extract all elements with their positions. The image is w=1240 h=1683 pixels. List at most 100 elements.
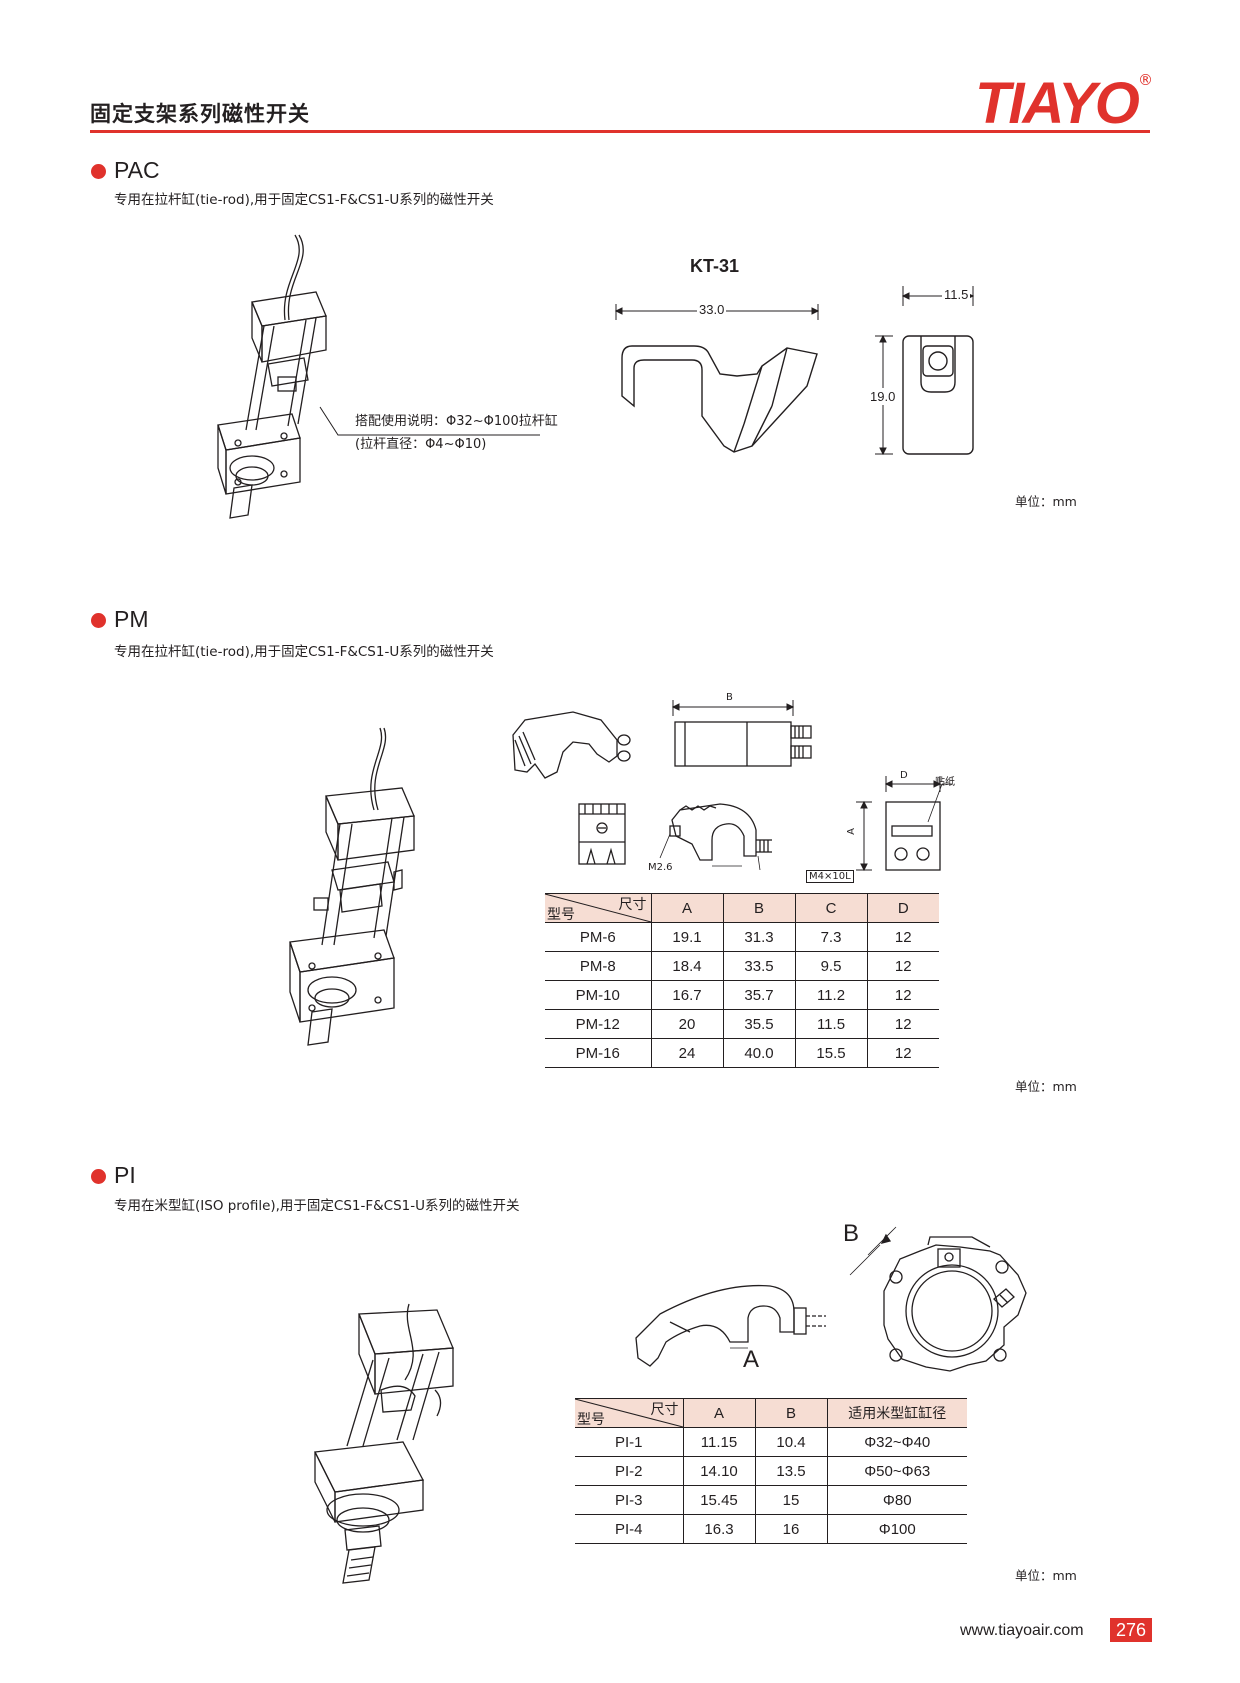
table-header-cell: 适用米型缸缸径 — [826, 1398, 967, 1428]
pi-cylinder-drawing — [314, 1303, 454, 1584]
table-cell: 16.7 — [650, 980, 723, 1010]
table-cell: 16.3 — [682, 1514, 755, 1544]
table-cell: 15.45 — [682, 1485, 755, 1515]
kt31-dim-height: 19.0 — [870, 388, 896, 405]
table-cell: Φ50~Φ63 — [826, 1456, 967, 1486]
page-number: 276 — [1110, 1618, 1152, 1642]
table-cell: Φ100 — [826, 1514, 967, 1544]
section-bullet-icon — [91, 1169, 106, 1184]
table-header-cell: C — [794, 893, 867, 923]
pac-model-label: KT-31 — [690, 256, 740, 276]
pm-label-d: D — [900, 770, 908, 781]
pi-label-b: B — [843, 1220, 860, 1247]
header-rule — [90, 130, 1150, 133]
pm-label-b: B — [726, 692, 733, 703]
table-diagonal-header: 尺寸 型号 — [544, 893, 652, 923]
pm-side-section — [659, 803, 772, 871]
table-cell: Φ80 — [826, 1485, 967, 1515]
pm-label-sticker: 贴纸 — [935, 777, 955, 788]
table-diagonal-header: 尺寸 型号 — [574, 1398, 684, 1428]
table-cell: 16 — [754, 1514, 827, 1544]
table-cell: 12 — [866, 951, 939, 981]
table-cell: 19.1 — [650, 922, 723, 952]
pi-profile-view — [849, 1226, 1027, 1372]
table-cell: 12 — [866, 1009, 939, 1039]
kt31-end-drawing — [875, 286, 975, 456]
table-cell: PM-6 — [545, 922, 651, 952]
table-cell: 13.5 — [754, 1456, 827, 1486]
table-cell: 11.2 — [794, 980, 867, 1010]
pac-note-line1: 搭配使用说明：Φ32~Φ100拉杆缸 — [355, 414, 558, 429]
pm-label-m26: M2.6 — [648, 862, 673, 873]
pm-top-view — [671, 700, 812, 767]
table-cell: PI-1 — [575, 1427, 683, 1457]
table-cell: 18.4 — [650, 951, 723, 981]
section-title-pm: PM — [114, 606, 149, 632]
table-cell: 33.5 — [722, 951, 795, 981]
kt31-side-drawing — [614, 304, 820, 453]
footer-website: www.tiayoair.com — [960, 1622, 1084, 1639]
table-cell: 12 — [866, 922, 939, 952]
table-cell: PM-8 — [545, 951, 651, 981]
section-title-pac: PAC — [114, 157, 160, 183]
table-cell: PI-2 — [575, 1456, 683, 1486]
table-cell: 7.3 — [794, 922, 867, 952]
section-desc-pac: 专用在拉杆缸(tie-rod),用于固定CS1-F&CS1-U系列的磁性开关 — [114, 192, 494, 208]
section-bullet-icon — [91, 613, 106, 628]
section-desc-pi: 专用在米型缸(ISO profile),用于固定CS1-F&CS1-U系列的磁性… — [114, 1198, 520, 1214]
table-cell: PI-4 — [575, 1514, 683, 1544]
table-cell: 20 — [650, 1009, 723, 1039]
section-desc-pm: 专用在拉杆缸(tie-rod),用于固定CS1-F&CS1-U系列的磁性开关 — [114, 644, 494, 660]
pi-label-a: A — [743, 1346, 760, 1373]
table-cell: 15 — [754, 1485, 827, 1515]
pi-clamp-side-view — [635, 1284, 826, 1367]
table-cell: PM-10 — [545, 980, 651, 1010]
table-cell: 35.5 — [722, 1009, 795, 1039]
pi-unit: 单位：mm — [1015, 1568, 1077, 1583]
table-cell: Φ32~Φ40 — [826, 1427, 967, 1457]
table-cell: 35.7 — [722, 980, 795, 1010]
pac-note-leader — [319, 406, 540, 436]
table-cell: 12 — [866, 1038, 939, 1068]
table-cell: 31.3 — [722, 922, 795, 952]
section-title-pi: PI — [114, 1162, 136, 1188]
table-cell: 24 — [650, 1038, 723, 1068]
table-header-cell: A — [682, 1398, 755, 1428]
table-header-cell: A — [650, 893, 723, 923]
table-cell: PI-3 — [575, 1485, 683, 1515]
kt31-dim-width: 33.0 — [697, 302, 727, 317]
kt31-dim-depth: 11.5 — [942, 287, 971, 302]
table-header-row: 尺寸 型号 A B C D — [544, 893, 939, 923]
pm-cylinder-drawing — [289, 727, 415, 1046]
table-cell: 14.10 — [682, 1456, 755, 1486]
table-cell: 11.15 — [682, 1427, 755, 1457]
pm-clamp-perspective — [512, 711, 631, 779]
table-header-model: 型号 — [577, 1411, 605, 1427]
pac-unit: 单位：mm — [1015, 494, 1077, 509]
table-cell: PM-12 — [545, 1009, 651, 1039]
table-cell: 15.5 — [794, 1038, 867, 1068]
pm-label-m4: M4×10L — [806, 870, 854, 883]
table-header-cell: B — [754, 1398, 827, 1428]
table-cell: 12 — [866, 980, 939, 1010]
brand-logo: TIAYO — [975, 71, 1140, 136]
table-header-row: 尺寸 型号 A B 适用米型缸缸径 — [574, 1398, 967, 1428]
table-cell: 40.0 — [722, 1038, 795, 1068]
registered-mark: ® — [1138, 71, 1153, 89]
pac-cylinder-drawing — [217, 234, 327, 519]
table-header-cell: D — [866, 893, 939, 923]
pac-note-line2: (拉杆直径：Φ4~Φ10) — [355, 437, 487, 452]
table-header-cell: B — [722, 893, 795, 923]
pm-end-view — [856, 776, 952, 872]
pm-label-a: A — [845, 828, 857, 835]
